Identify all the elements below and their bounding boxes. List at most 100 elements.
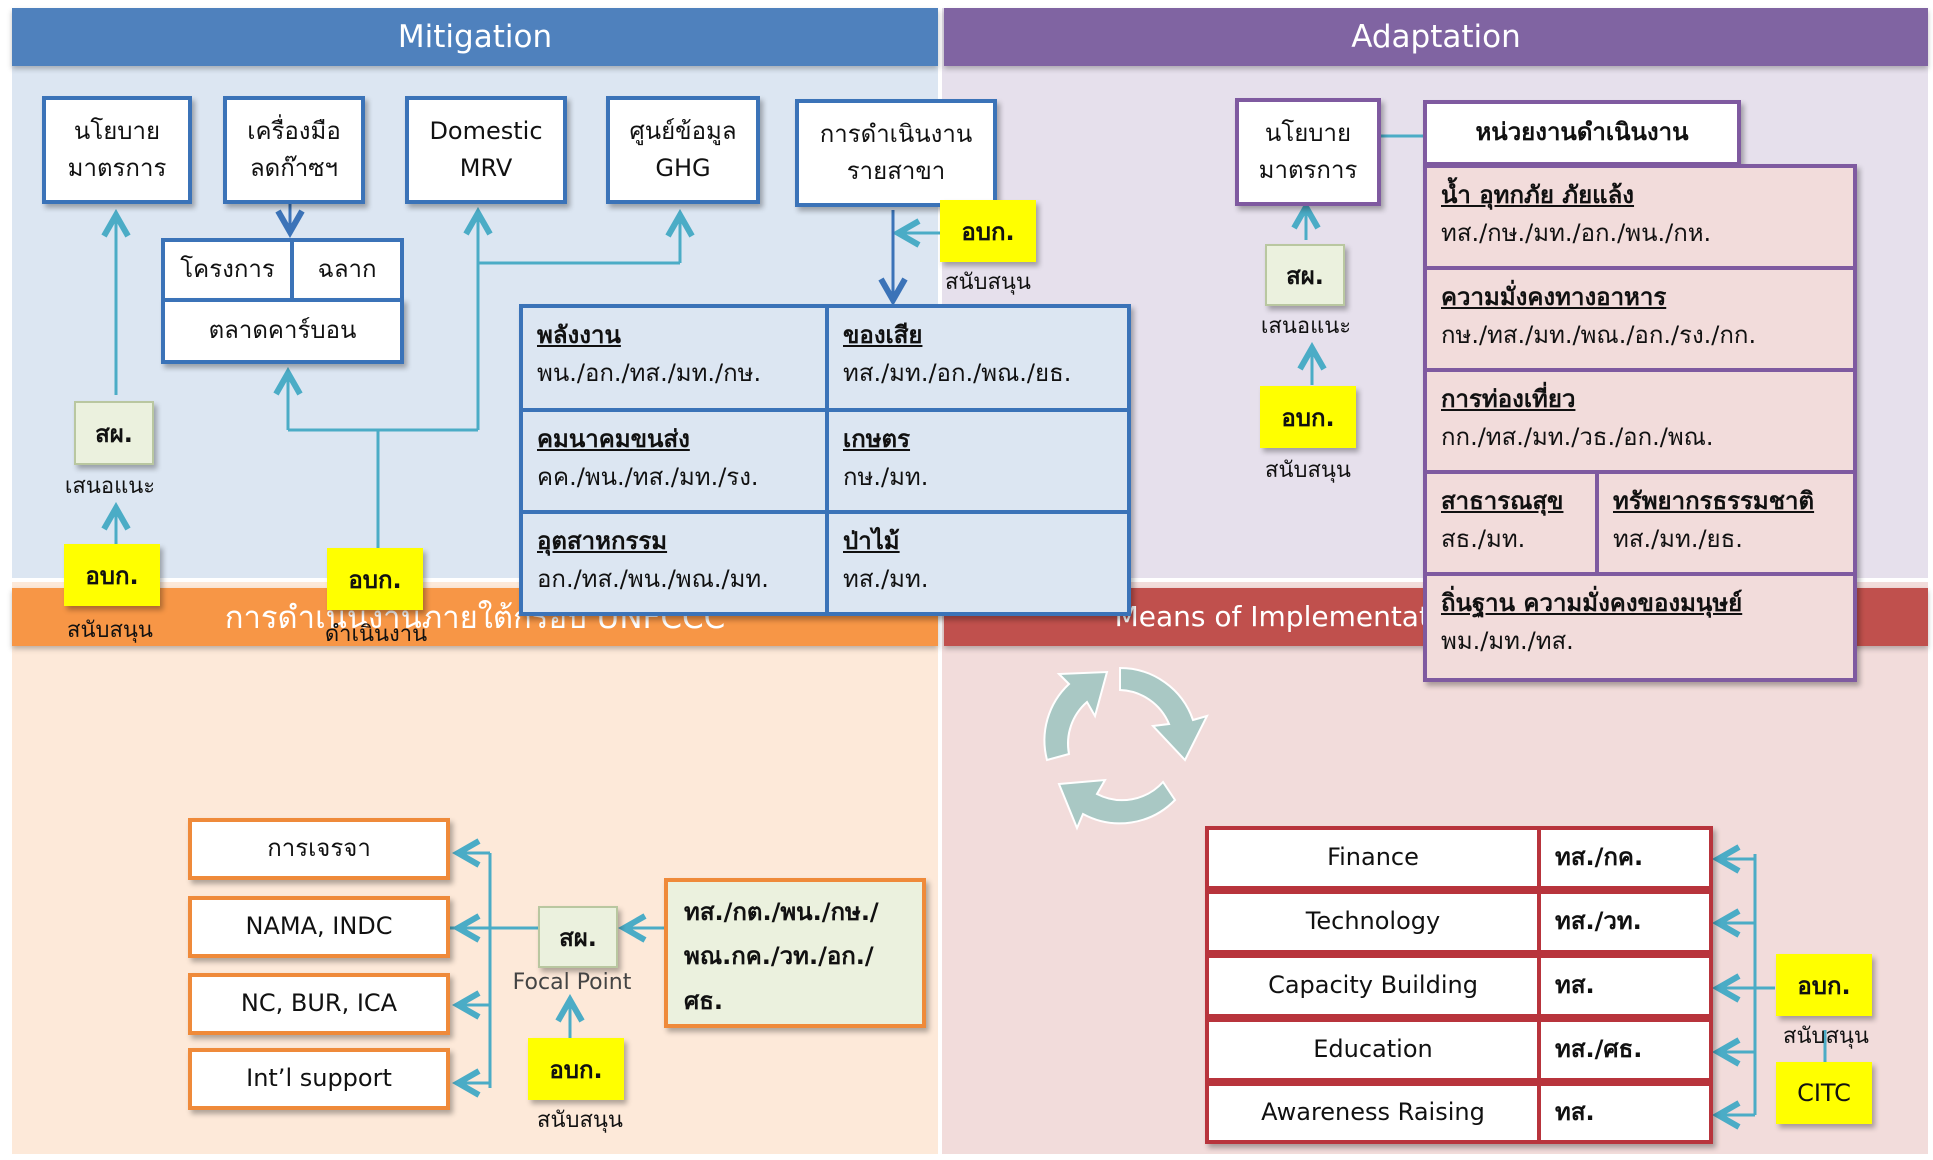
moi-row-finance-agency: ทส./กค. [1537, 826, 1713, 890]
sector-transport: คมนาคมขนส่ง คค./พน./ทส./มท./รง. [523, 412, 825, 510]
moi-row-capacity-agency: ทส. [1537, 954, 1713, 1018]
mitigation-tools-line1: เครื่องมือ [247, 116, 341, 145]
adaptation-onb-box: อบก. [1260, 386, 1356, 448]
mitigation-sector-ops-line1: การดำเนินงาน [819, 119, 973, 148]
moi-onb-caption: สนับสนุน [1783, 1024, 1869, 1049]
sector-energy-title: พลังงาน [537, 321, 621, 349]
adapt-food-title: ความมั่งคงทางอาหาร [1441, 283, 1667, 311]
adapt-health: สาธารณสุข สธ./มท. [1427, 474, 1595, 572]
moi-row-awareness-name: Awareness Raising [1205, 1082, 1541, 1144]
adapt-natural-resources-agencies: ทส./มท./ยธ. [1613, 525, 1743, 554]
mitigation-sp-caption: เสนอแนะ [64, 474, 156, 499]
moi-table: Finance ทส./กค. Technology ทส./วท. Capac… [1205, 826, 1713, 1144]
adapt-food-agencies: กษ./ทส./มท./พณ./อก./รง./กก. [1441, 321, 1757, 350]
adaptation-policy-line1: นโยบาย [1264, 118, 1352, 147]
adaptation-sector-list: น้ำ อุทกภัย ภัยแล้ง ทส./กษ./มท./อก./พน./… [1423, 164, 1857, 682]
mitigation-tools-line2: ลดก๊าซฯ [249, 154, 339, 182]
sector-industry: อุตสาหกรรม อก./ทส./พน./พณ./มท. [523, 514, 825, 612]
mitigation-ghg-center-box: ศูนย์ข้อมูล GHG [606, 96, 760, 204]
adapt-tourism-title: การท่องเที่ยว [1441, 385, 1576, 413]
unfccc-agencies-line3: ศธ. [684, 986, 723, 1015]
unfccc-panel [12, 582, 938, 1154]
sector-waste-title: ของเสีย [843, 321, 923, 349]
sector-forestry-title: ป่าไม้ [843, 527, 900, 555]
mitigation-mrv-line1: Domestic [429, 116, 543, 145]
moi-row-technology-name: Technology [1205, 890, 1541, 954]
moi-row-technology-agency: ทส./วท. [1537, 890, 1713, 954]
adapt-tourism-agencies: กก./ทส./มท./วธ./อก./พณ. [1441, 423, 1714, 452]
label-box: ฉลาก [290, 238, 404, 302]
mitigation-onb-right-box: อบก. [940, 200, 1036, 262]
adapt-settlement-title: ถิ่นฐาน ความมั่งคงของมนุษย์ [1441, 589, 1743, 617]
sector-agriculture: เกษตร กษ./มท. [829, 412, 1127, 510]
adapt-health-agencies: สธ./มท. [1441, 525, 1526, 554]
moi-citc-box: CITC [1776, 1062, 1872, 1124]
project-box: โครงการ [161, 238, 294, 302]
sector-agriculture-title: เกษตร [843, 425, 911, 453]
adaptation-agencies-header: หน่วยงานดำเนินงาน [1423, 100, 1741, 166]
adapt-natural-resources: ทรัพยากรธรรมชาติ ทส./มท./ยธ. [1599, 474, 1853, 572]
carbon-market-box: ตลาดคาร์บอน [161, 298, 404, 364]
mitigation-onb-left-box: อบก. [64, 544, 160, 606]
mitigation-ghg-line2: GHG [655, 154, 711, 182]
sector-agriculture-agencies: กษ./มท. [843, 463, 929, 492]
mitigation-policy-line2: มาตรการ [67, 154, 167, 182]
moi-row-education-agency: ทส./ศธ. [1537, 1018, 1713, 1082]
mitigation-policy-box: นโยบาย มาตรการ [42, 96, 192, 204]
mitigation-tools-box: เครื่องมือ ลดก๊าซฯ [223, 96, 365, 204]
unfccc-onb-caption: สนับสนุน [537, 1108, 623, 1133]
adapt-natural-resources-title: ทรัพยากรธรรมชาติ [1613, 487, 1815, 515]
unfccc-agencies-line1: ทส./กต./พน./กษ./ [684, 898, 879, 926]
unfccc-sp-box: สผ. [538, 906, 618, 968]
unfccc-item-negotiation: การเจรจา [188, 818, 450, 880]
mitigation-sector-ops-line2: รายสาขา [846, 157, 946, 185]
mitigation-sector-ops-box: การดำเนินงาน รายสาขา [795, 99, 997, 207]
moi-row-finance-name: Finance [1205, 826, 1541, 890]
sector-energy-agencies: พน./อก./ทส./มท./กษ. [537, 359, 762, 388]
sector-industry-agencies: อก./ทส./พน./พณ./มท. [537, 565, 769, 594]
moi-row-education-name: Education [1205, 1018, 1541, 1082]
adaptation-sp-caption: เสนอแนะ [1260, 314, 1352, 339]
mitigation-sp-box: สผ. [74, 401, 154, 465]
sector-waste: ของเสีย ทส./มท./อก./พณ./ยธ. [829, 308, 1127, 408]
moi-row-capacity-name: Capacity Building [1205, 954, 1541, 1018]
adapt-tourism: การท่องเที่ยว กก./ทส./มท./วธ./อก./พณ. [1427, 372, 1853, 470]
adapt-water-title: น้ำ อุทกภัย ภัยแล้ง [1441, 181, 1635, 209]
sector-industry-title: อุตสาหกรรม [537, 527, 668, 555]
mitigation-onb-left-caption: สนับสนุน [67, 618, 153, 643]
sector-waste-agencies: ทส./มท./อก./พณ./ยธ. [843, 359, 1072, 388]
mitigation-mrv-box: Domestic MRV [405, 96, 567, 204]
adapt-settlement-agencies: พม./มท./ทส. [1441, 627, 1574, 656]
cycle-arrows-icon [1043, 666, 1209, 831]
sector-forestry-agencies: ทส./มท. [843, 565, 929, 594]
sector-transport-title: คมนาคมขนส่ง [537, 425, 690, 453]
unfccc-item-nama-indc: NAMA, INDC [188, 896, 450, 958]
mitigation-policy-line1: นโยบาย [73, 116, 161, 145]
adaptation-policy-line2: มาตรการ [1258, 156, 1358, 184]
unfccc-agencies-box: ทส./กต./พน./กษ./ พณ.กค./วท./อก./ ศธ. [664, 878, 926, 1028]
adapt-settlement: ถิ่นฐาน ความมั่งคงของมนุษย์ พม./มท./ทส. [1427, 576, 1853, 678]
adaptation-sp-box: สผ. [1265, 244, 1345, 306]
moi-onb-box: อบก. [1776, 954, 1872, 1016]
mitigation-header: Mitigation [12, 8, 938, 66]
mitigation-onb-mid-caption: ดำเนินงาน [324, 622, 428, 647]
adaptation-policy-box: นโยบาย มาตรการ [1235, 98, 1381, 206]
unfccc-item-nc-bur-ica: NC, BUR, ICA [188, 973, 450, 1035]
adapt-water: น้ำ อุทกภัย ภัยแล้ง ทส./กษ./มท./อก./พน./… [1427, 168, 1853, 266]
mitigation-ghg-line1: ศูนย์ข้อมูล [629, 116, 737, 145]
adapt-food: ความมั่งคงทางอาหาร กษ./ทส./มท./พณ./อก./ร… [1427, 270, 1853, 368]
adaptation-onb-caption: สนับสนุน [1265, 458, 1351, 483]
unfccc-item-intl-support: Int’l support [188, 1048, 450, 1110]
unfccc-onb-box: อบก. [528, 1038, 624, 1100]
sector-transport-agencies: คค./พน./ทส./มท./รง. [537, 463, 759, 492]
mitigation-sector-grid: พลังงาน พน./อก./ทส./มท./กษ. ของเสีย ทส./… [519, 304, 1131, 616]
adaptation-header: Adaptation [944, 8, 1928, 66]
moi-row-awareness-agency: ทส. [1537, 1082, 1713, 1144]
sector-energy: พลังงาน พน./อก./ทส./มท./กษ. [523, 308, 825, 408]
adapt-water-agencies: ทส./กษ./มท./อก./พน./กห. [1441, 219, 1712, 248]
unfccc-focal-point-caption: Focal Point [512, 970, 632, 995]
mitigation-onb-right-caption: สนับสนุน [945, 270, 1031, 295]
sector-forestry: ป่าไม้ ทส./มท. [829, 514, 1127, 612]
mitigation-onb-mid-box: อบก. [327, 548, 423, 610]
adapt-health-title: สาธารณสุข [1441, 487, 1564, 515]
